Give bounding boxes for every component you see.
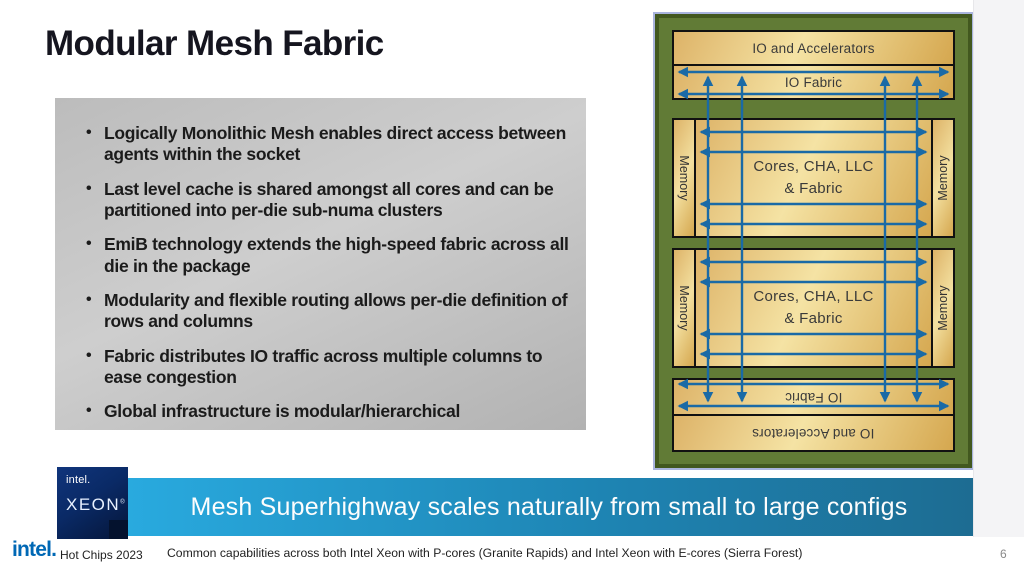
memory-right-2-label: Memory: [936, 285, 950, 331]
banner-message: Mesh Superhighway scales naturally from …: [190, 492, 908, 521]
core-die-group-2: Memory Cores, CHA, LLC & Fabric Memory: [672, 248, 955, 368]
bullet-panel: Logically Monolithic Mesh enables direct…: [55, 98, 586, 430]
cores-block-2: Cores, CHA, LLC & Fabric: [696, 250, 931, 366]
io-fabric-bottom-label: IO Fabric: [784, 389, 843, 405]
page-number: 6: [1000, 547, 1007, 561]
footer-note: Common capabilities across both Intel Xe…: [167, 546, 803, 560]
io-top-group: IO and Accelerators IO Fabric: [672, 30, 955, 100]
cores-block-1-line2: & Fabric: [784, 180, 843, 197]
memory-left-1-label: Memory: [677, 155, 691, 201]
io-accelerators-top: IO and Accelerators: [674, 32, 953, 64]
badge-xeon-text: XEON®: [66, 495, 128, 515]
cores-block-2-line2: & Fabric: [784, 310, 843, 327]
bullet-item: Last level cache is shared amongst all c…: [83, 179, 572, 222]
io-bottom-group: IO Fabric IO and Accelerators: [672, 378, 955, 452]
cores-block-2-line1: Cores, CHA, LLC: [753, 287, 874, 305]
io-fabric-top: IO Fabric: [674, 66, 953, 98]
xeon-wordmark: XEON: [66, 495, 121, 514]
io-accelerators-bottom-label: IO and Accelerators: [752, 425, 875, 441]
memory-right-1: Memory: [933, 120, 953, 236]
offslide-strip: [973, 0, 1024, 537]
badge-intel-text: intel.: [66, 474, 91, 486]
bullet-item: Logically Monolithic Mesh enables direct…: [83, 123, 572, 166]
io-accelerators-top-label: IO and Accelerators: [752, 40, 875, 56]
io-fabric-top-label: IO Fabric: [784, 74, 843, 90]
trademark-symbol: ®: [120, 499, 125, 506]
bullet-item: Modularity and flexible routing allows p…: [83, 290, 572, 333]
memory-left-1: Memory: [674, 120, 694, 236]
banner: Mesh Superhighway scales naturally from …: [125, 478, 973, 536]
cores-block-1: Cores, CHA, LLC & Fabric: [696, 120, 931, 236]
bullet-item: Fabric distributes IO traffic across mul…: [83, 346, 572, 389]
io-fabric-bottom: IO Fabric: [674, 380, 953, 414]
cores-block-1-line1: Cores, CHA, LLC: [753, 157, 874, 175]
bullet-item: Global infrastructure is modular/hierarc…: [83, 401, 572, 422]
event-label: Hot Chips 2023: [60, 548, 143, 562]
page-title: Modular Mesh Fabric: [45, 24, 384, 63]
xeon-badge: intel. XEON®: [57, 467, 128, 539]
intel-logo: intel.: [12, 538, 57, 561]
bullet-item: EmiB technology extends the high-speed f…: [83, 234, 572, 277]
memory-right-1-label: Memory: [936, 155, 950, 201]
mesh-diagram: IO and Accelerators IO Fabric Memory Cor…: [653, 12, 974, 470]
memory-left-2: Memory: [674, 250, 694, 366]
memory-right-2: Memory: [933, 250, 953, 366]
io-accelerators-bottom: IO and Accelerators: [674, 416, 953, 450]
core-die-group-1: Memory Cores, CHA, LLC & Fabric Memory: [672, 118, 955, 238]
memory-left-2-label: Memory: [677, 285, 691, 331]
